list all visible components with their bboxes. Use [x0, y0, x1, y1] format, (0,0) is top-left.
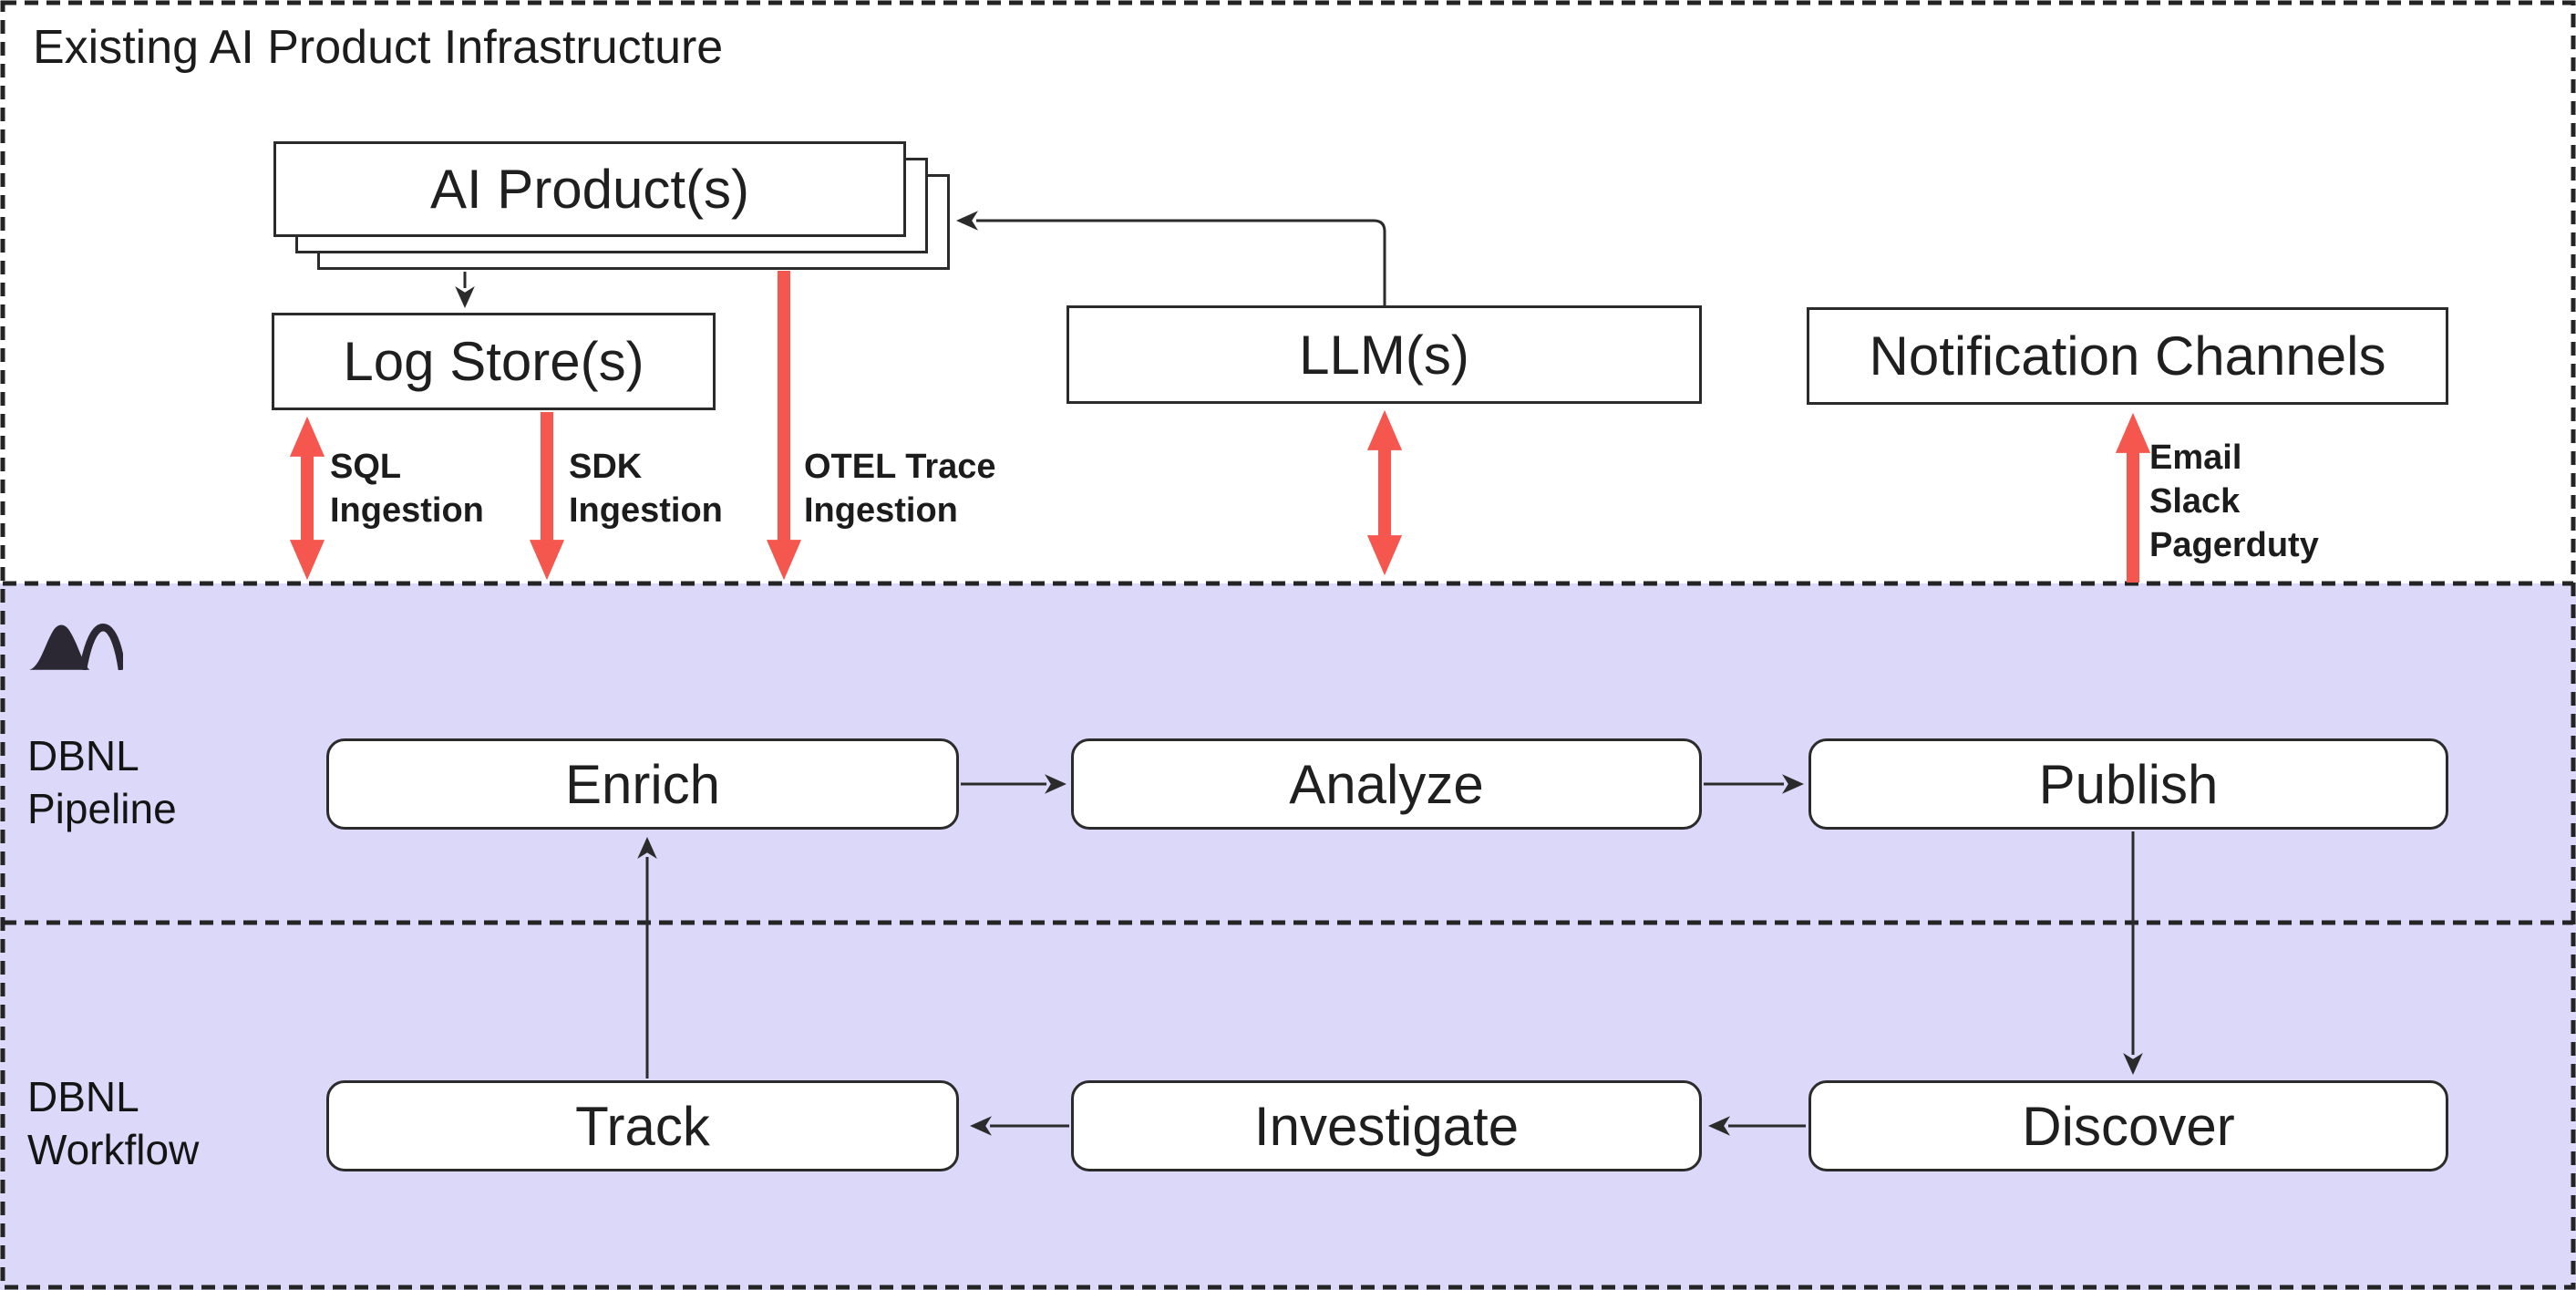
discover-node: Discover: [1808, 1080, 2448, 1171]
dbnl-workflow-band-label: DBNL Workflow: [27, 1070, 199, 1176]
track-node: Track: [326, 1080, 959, 1171]
publish-label: Publish: [2038, 753, 2219, 815]
notification-channels-node: Notification Channels: [1807, 307, 2448, 405]
dbnl-pipeline-band-label: DBNL Pipeline: [27, 729, 177, 835]
dbnl-workflow-label-line2: Workflow: [27, 1126, 200, 1173]
sdk-ingestion-label: SDK Ingestion: [569, 445, 723, 532]
discover-label: Discover: [2022, 1095, 2235, 1157]
llms-label: LLM(s): [1299, 324, 1469, 386]
log-stores-node: Log Store(s): [272, 313, 716, 410]
notification-label-email: Email: [2149, 439, 2242, 477]
enrich-label: Enrich: [564, 753, 721, 815]
otel-ingestion-label-line2: Ingestion: [804, 491, 958, 530]
arrow-llms-to-aiproducts: [956, 211, 1386, 305]
enrich-node: Enrich: [326, 738, 959, 830]
sdk-ingestion-label-line2: Ingestion: [569, 491, 723, 530]
notification-label-pagerduty: Pagerduty: [2149, 526, 2319, 564]
ai-products-label: AI Product(s): [429, 159, 750, 220]
analyze-node: Analyze: [1071, 738, 1702, 830]
mountain-logo-icon: [29, 624, 123, 670]
investigate-node: Investigate: [1071, 1080, 1702, 1171]
sql-ingestion-label-line2: Ingestion: [330, 491, 484, 530]
dbnl-pipeline-label-line2: Pipeline: [27, 785, 177, 832]
analyze-label: Analyze: [1289, 753, 1484, 815]
dbnl-band-background: [0, 583, 2576, 1290]
investigate-label: Investigate: [1253, 1095, 1520, 1157]
track-label: Track: [575, 1095, 710, 1157]
log-stores-label: Log Store(s): [343, 331, 644, 392]
otel-ingestion-label-line1: OTEL Trace: [804, 448, 996, 486]
notification-channels-label: Notification Channels: [1869, 325, 2386, 387]
ai-products-node: AI Product(s): [273, 141, 906, 237]
sql-ingestion-label-line1: SQL: [330, 448, 402, 486]
infrastructure-section-title: Existing AI Product Infrastructure: [33, 21, 724, 74]
notification-channels-list-label: Email Slack Pagerduty: [2149, 436, 2319, 567]
publish-node: Publish: [1808, 738, 2448, 830]
llms-node: LLM(s): [1066, 305, 1702, 404]
sql-ingestion-label: SQL Ingestion: [330, 445, 484, 532]
dbnl-workflow-label-line1: DBNL: [27, 1073, 139, 1120]
sdk-ingestion-label-line1: SDK: [569, 448, 643, 486]
notification-label-slack: Slack: [2149, 482, 2241, 521]
dbnl-pipeline-label-line1: DBNL: [27, 732, 139, 779]
otel-ingestion-label: OTEL Trace Ingestion: [804, 445, 996, 532]
